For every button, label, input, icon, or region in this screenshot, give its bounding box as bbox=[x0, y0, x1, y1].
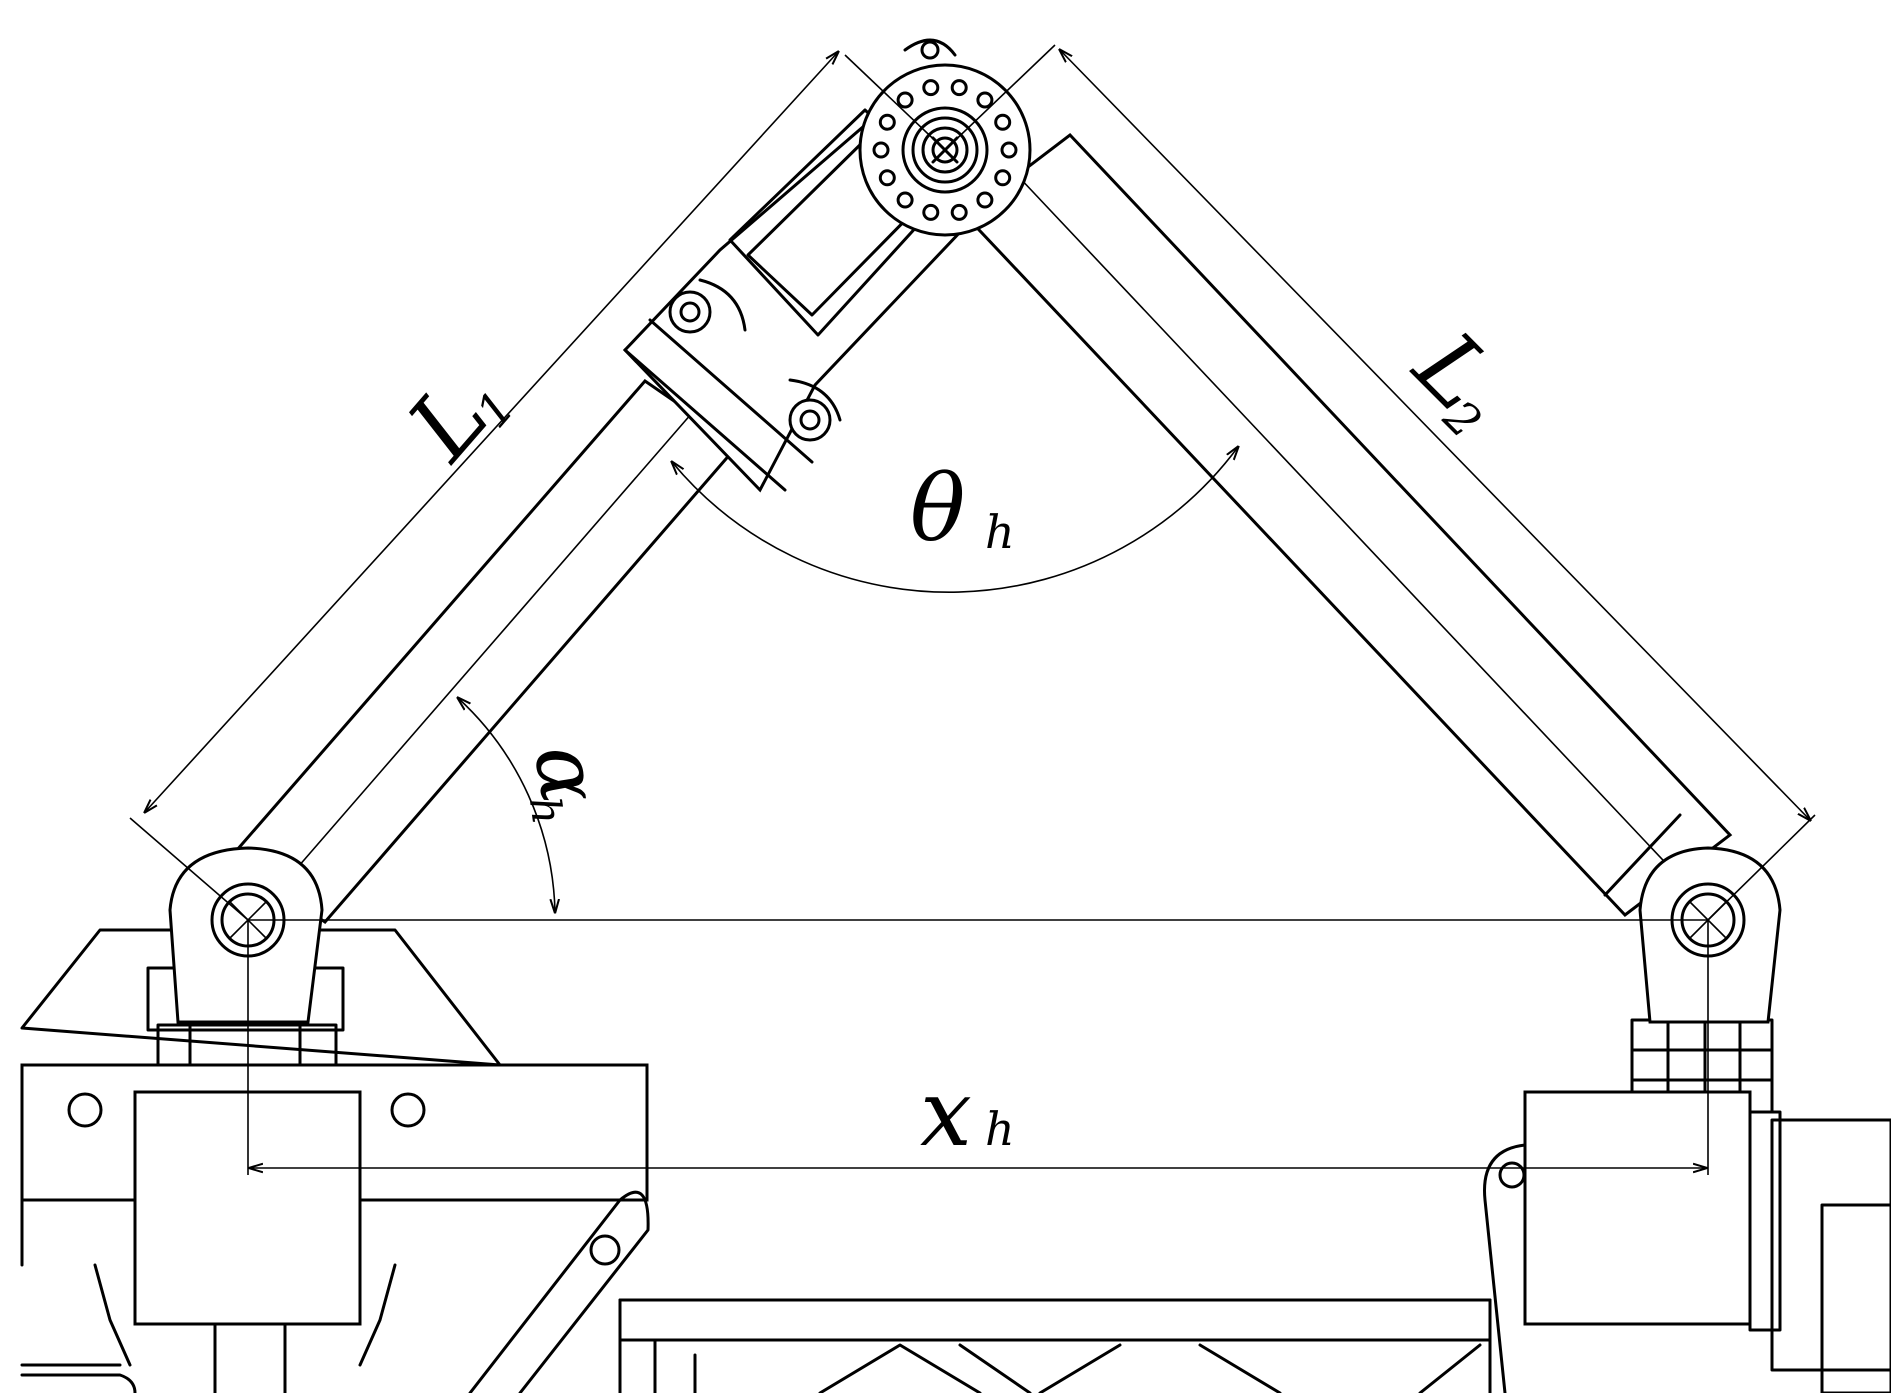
bolt-hole bbox=[950, 203, 968, 221]
chassis bbox=[20, 928, 1492, 1393]
bolt-hole bbox=[1000, 141, 1018, 159]
bolt-hole bbox=[950, 79, 968, 97]
bolt-hole bbox=[976, 91, 994, 109]
bolt-hole bbox=[896, 191, 914, 209]
label-alpha-sub: h bbox=[520, 794, 572, 828]
bolt-hole bbox=[976, 191, 994, 209]
label-xh-sub: h bbox=[985, 1102, 1015, 1156]
label-alpha: α h bbox=[515, 739, 620, 828]
label-xh-main: x bbox=[920, 1060, 972, 1167]
right-hip-clevis bbox=[1638, 846, 1782, 1024]
bolt-hole bbox=[878, 113, 896, 131]
bolt-hole bbox=[922, 203, 940, 221]
label-theta: θ h bbox=[910, 455, 1015, 562]
bolt-hole bbox=[994, 113, 1012, 131]
link-l2 bbox=[962, 132, 1733, 918]
bolt-hole bbox=[878, 169, 896, 187]
left-hip-clevis bbox=[168, 846, 324, 1024]
label-alpha-main: α bbox=[515, 739, 620, 809]
bolt-hole bbox=[994, 169, 1012, 187]
label-theta-main: θ bbox=[910, 455, 965, 562]
bolt-hole bbox=[922, 79, 940, 97]
label-l2: L 2 bbox=[1393, 310, 1513, 448]
label-l1: L 1 bbox=[387, 363, 526, 481]
dimension-lines bbox=[129, 44, 1816, 1175]
right-mount bbox=[1483, 1018, 1891, 1393]
bolt-hole bbox=[872, 141, 890, 159]
label-theta-sub: h bbox=[985, 505, 1015, 559]
label-xh: x h bbox=[920, 1060, 1015, 1167]
link-l1 bbox=[227, 379, 741, 924]
bolt-hole bbox=[896, 91, 914, 109]
